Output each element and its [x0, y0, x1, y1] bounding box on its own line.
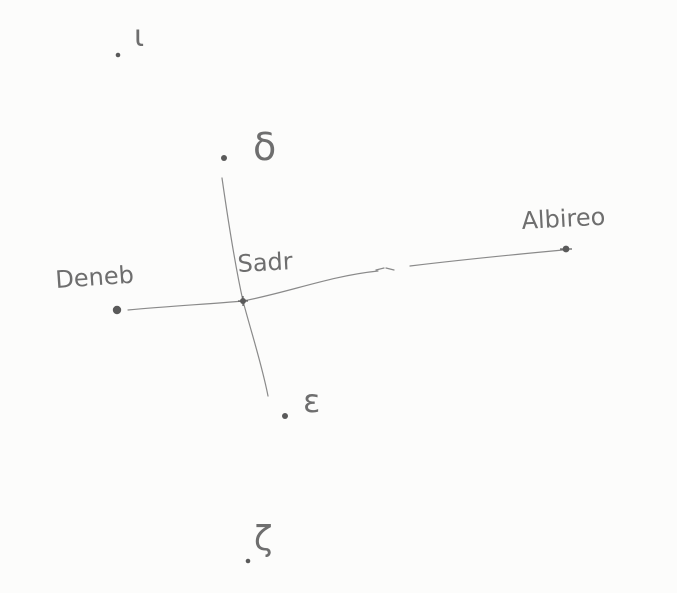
- epsilon-label: ε: [303, 382, 320, 420]
- epsilon-star: [282, 413, 288, 419]
- albireo-label: Albireo: [521, 203, 606, 235]
- zeta-star: [245, 558, 251, 564]
- deneb-label: Deneb: [54, 261, 134, 294]
- deneb-star: [112, 305, 122, 315]
- iota-label: ι: [134, 19, 144, 54]
- iota-star: [115, 52, 121, 58]
- delta-label: δ: [253, 125, 276, 169]
- delta-star: [221, 155, 227, 161]
- neck-marker: [375, 267, 395, 271]
- sadr-star: [238, 296, 248, 306]
- albireo-star: [560, 245, 572, 253]
- neck-line: [409, 249, 564, 267]
- sadr-label: Sadr: [237, 247, 294, 278]
- zeta-label: ζ: [254, 519, 273, 559]
